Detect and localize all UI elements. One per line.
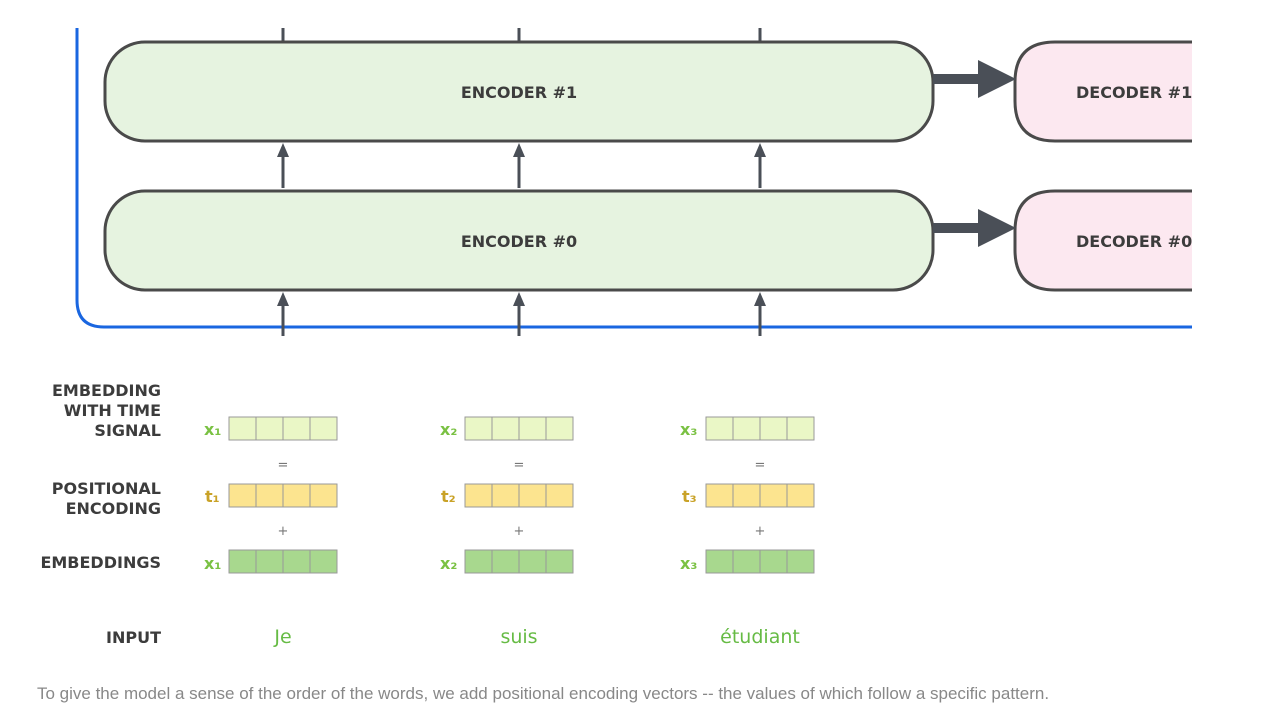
arrows-input-to-enc0 [277, 292, 766, 336]
row-label-positional: POSITIONAL ENCODING [52, 479, 161, 518]
plus-sign: + [514, 524, 525, 539]
svg-text:EMBEDDING: EMBEDDING [52, 381, 161, 400]
svg-text:ENCODING: ENCODING [66, 499, 161, 518]
embedding-vector [705, 549, 815, 574]
encoder-1-label: ENCODER #1 [461, 83, 577, 102]
time-signal-vector [705, 416, 815, 441]
decoder-1-label: DECODER #1 [1076, 83, 1192, 102]
equals-sign: = [514, 458, 525, 473]
positional-vector-label: t₂ [441, 487, 456, 506]
encoder-decoder-arrow-0 [933, 209, 1016, 247]
row-label-embeddings: EMBEDDINGS [40, 553, 161, 572]
encoder-0: ENCODER #0 [103, 189, 935, 292]
token-column: x₂ = t₂ + x₂ suis [440, 416, 574, 648]
equals-sign: = [278, 458, 289, 473]
plus-sign: + [755, 524, 766, 539]
input-word: Je [273, 626, 291, 648]
svg-text:SIGNAL: SIGNAL [94, 421, 161, 440]
embedding-vector [228, 549, 338, 574]
positional-vector [464, 483, 574, 508]
decoder-0: DECODER #0 [1013, 189, 1192, 292]
encoder-0-label: ENCODER #0 [461, 232, 577, 251]
positional-vector [228, 483, 338, 508]
time-signal-vector-label: x₃ [680, 420, 697, 439]
plus-sign: + [278, 524, 289, 539]
embedding-vector-label: x₂ [440, 554, 457, 573]
token-column: x₃ = t₃ + x₃ étudiant [680, 416, 815, 648]
encoder-1: ENCODER #1 [103, 40, 935, 143]
encoder-stack-border [75, 28, 1192, 329]
time-signal-vector-label: x₂ [440, 420, 457, 439]
input-word: suis [500, 626, 537, 648]
time-signal-vector [228, 416, 338, 441]
decoder-1: DECODER #1 [1013, 40, 1192, 143]
row-label-input: INPUT [106, 628, 161, 647]
encoder-decoder-arrow-1 [933, 60, 1016, 98]
arrows-enc0-to-enc1 [277, 143, 766, 188]
embedding-vector-label: x₃ [680, 554, 697, 573]
figure-caption: To give the model a sense of the order o… [37, 684, 1050, 703]
positional-vector-label: t₁ [205, 487, 220, 506]
svg-text:WITH TIME: WITH TIME [64, 401, 161, 420]
time-signal-vector [464, 416, 574, 441]
row-label-time-signal: EMBEDDING WITH TIME SIGNAL [52, 381, 161, 440]
svg-text:POSITIONAL: POSITIONAL [52, 479, 161, 498]
input-word: étudiant [720, 626, 800, 648]
token-column: x₁ = t₁ + x₁ Je [204, 416, 338, 648]
embedding-vector-label: x₁ [204, 554, 221, 573]
positional-vector [705, 483, 815, 508]
equals-sign: = [755, 458, 766, 473]
positional-vector-label: t₃ [682, 487, 697, 506]
transformer-diagram: ENCODER #1 ENCODER #0 DECODER #1 DECODER… [40, 28, 1192, 648]
svg-text:EMBEDDINGS: EMBEDDINGS [40, 553, 161, 572]
time-signal-vector-label: x₁ [204, 420, 221, 439]
embedding-vector [464, 549, 574, 574]
decoder-0-label: DECODER #0 [1076, 232, 1192, 251]
svg-text:INPUT: INPUT [106, 628, 161, 647]
